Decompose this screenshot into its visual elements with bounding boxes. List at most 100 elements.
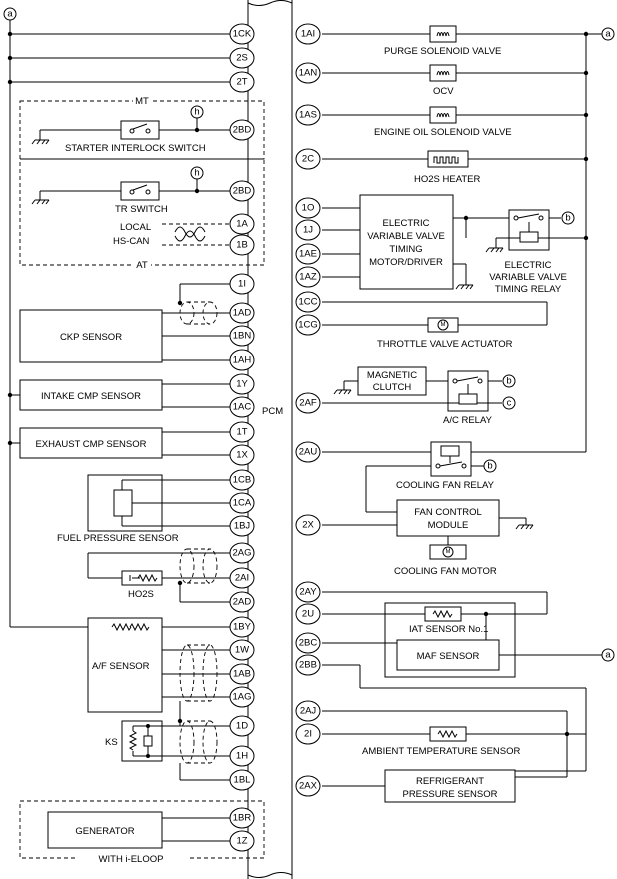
svg-text:h: h (194, 107, 199, 118)
left-pin-label: 1BL (234, 775, 251, 786)
right-pin-label: 1J (303, 225, 313, 236)
left-pin-label: 1CK (233, 29, 252, 40)
generator-box (47, 811, 163, 849)
left-pin-label: 1H (236, 751, 248, 762)
left-pins: 1CK2S2T2BD2BD1A1B1I1AD1BN1AH1Y1AC1T1X1CB… (229, 23, 255, 852)
ckp-sensor-box (19, 309, 163, 363)
right-pin (295, 581, 321, 603)
right-pin (295, 314, 321, 336)
ambient-label: AMBIENT TEMPERATURE SENSOR (362, 746, 520, 757)
right-pin (295, 197, 321, 219)
svg-text:MAGNETIC: MAGNETIC (367, 370, 417, 381)
right-pin (295, 654, 321, 676)
right-pin (295, 441, 321, 463)
right-pin-label: 1AN (299, 68, 318, 79)
left-pin-label: 1A (236, 219, 248, 230)
right-pin (295, 723, 321, 745)
left-pin (229, 213, 255, 235)
oil-solenoid-label: ENGINE OIL SOLENOID VALVE (374, 127, 512, 138)
right-pin-label: 2AU (299, 447, 318, 458)
right-pin (295, 148, 321, 170)
left-pin-label: 1AH (233, 355, 252, 366)
af-sensor-box (87, 617, 163, 713)
right-pin-label: 2X (302, 520, 314, 531)
evvt-motor-box (359, 194, 454, 290)
starter-interlock-switch-label: STARTER INTERLOCK SWITCH (65, 143, 206, 154)
left-pin-label: 1AD (233, 308, 252, 319)
left-pin-label: 1BY (233, 622, 252, 633)
svg-text:b: b (565, 213, 570, 224)
svg-text:ELECTRIC: ELECTRIC (383, 218, 430, 229)
right-pin-label: 2U (302, 609, 314, 620)
svg-text:TIMING: TIMING (389, 244, 422, 255)
pcm-body: PCM (247, 0, 293, 879)
right-pin-label: 1AS (299, 110, 317, 121)
right-pin-label: 2AJ (300, 706, 317, 717)
right-pins: 1AI1AN1AS2C1O1J1AE1AZ1CC1CG2AF2AU2X2AY2U… (295, 23, 321, 797)
right-pin-label: 1CG (298, 320, 318, 331)
left-pin-label: 1BR (233, 813, 252, 824)
svg-text:M: M (441, 322, 446, 328)
right-pin (295, 392, 321, 414)
fan-control-module-box (396, 499, 500, 537)
intake-cmp-sensor-box (19, 379, 163, 411)
refrigerant-box (384, 769, 516, 803)
right-pin (295, 219, 321, 241)
svg-text:b: b (487, 461, 492, 472)
left-pin-label: 1BJ (234, 521, 251, 532)
left-pin (229, 234, 255, 256)
right-pin-label: 2AF (299, 398, 317, 409)
svg-text:PRESSURE SENSOR: PRESSURE SENSOR (402, 789, 497, 800)
pcm-label: PCM (262, 406, 283, 417)
right-pin-label: 2AX (299, 781, 318, 792)
connector-a-left-label: a (7, 9, 13, 20)
generator-label: GENERATOR (75, 826, 134, 837)
svg-text:VARIABLE VALVE: VARIABLE VALVE (367, 231, 445, 242)
svg-text:b: b (506, 376, 511, 387)
svg-text:ELECTRIC: ELECTRIC (505, 260, 552, 271)
left-pin-label: 2AI (235, 573, 249, 584)
svg-text:REFRIGERANT: REFRIGERANT (416, 776, 484, 787)
ks-box (121, 720, 163, 762)
ac-relay-label: A/C RELAY (443, 415, 493, 426)
right-pin-label: 1AI (301, 29, 315, 40)
left-pin-label: 2S (236, 53, 248, 64)
right-pin (295, 104, 321, 126)
af-sensor-label: A/F SENSOR (92, 661, 150, 672)
right-pin-label: 1CC (298, 297, 317, 308)
ks-label: KS (105, 737, 118, 748)
throttle-label: THROTTLE VALVE ACTUATOR (377, 339, 513, 350)
left-pin-label: 1CB (233, 475, 251, 486)
tr-switch-label: TR SWITCH (115, 204, 168, 215)
local-label: LOCAL (120, 222, 151, 233)
left-pin-label: 1AC (233, 402, 252, 413)
svg-text:M: M (446, 549, 451, 555)
left-pin-label: 1X (236, 450, 248, 461)
svg-text:a: a (605, 29, 611, 40)
right-pin-label: 1O (302, 203, 315, 214)
right-pin-label: 2I (304, 729, 312, 740)
left-pin-label: 1CA (233, 498, 252, 509)
ho2s-label: HO2S (128, 589, 154, 600)
cooling-fan-motor-label: COOLING FAN MOTOR (394, 566, 497, 577)
right-pin (295, 775, 321, 797)
svg-text:FAN CONTROL: FAN CONTROL (414, 507, 482, 518)
left-pin-label: 1T (236, 427, 247, 438)
maf-label: MAF SENSOR (417, 651, 480, 662)
right-pin-label: 2BC (299, 638, 318, 649)
svg-text:TIMING RELAY: TIMING RELAY (495, 284, 562, 295)
right-pin-label: 2AY (299, 587, 317, 598)
svg-text:h: h (194, 168, 199, 179)
left-pin-label: 1B (236, 240, 248, 251)
exhaust-cmp-label: EXHAUST CMP SENSOR (35, 439, 146, 450)
group-at-label: AT (136, 260, 148, 271)
purge-label: PURGE SOLENOID VALVE (384, 46, 501, 57)
right-pin (295, 62, 321, 84)
left-pin-label: 1AB (233, 669, 251, 680)
hscan-label: HS-CAN (113, 236, 150, 247)
right-wiring: a PURGE SOLENOID VALVE OCV ENGINE OIL SO… (322, 25, 615, 803)
left-pin-label: 2AD (233, 597, 252, 608)
left-pin-label: 1BN (233, 331, 252, 342)
right-pin-label: 1AE (299, 249, 317, 260)
